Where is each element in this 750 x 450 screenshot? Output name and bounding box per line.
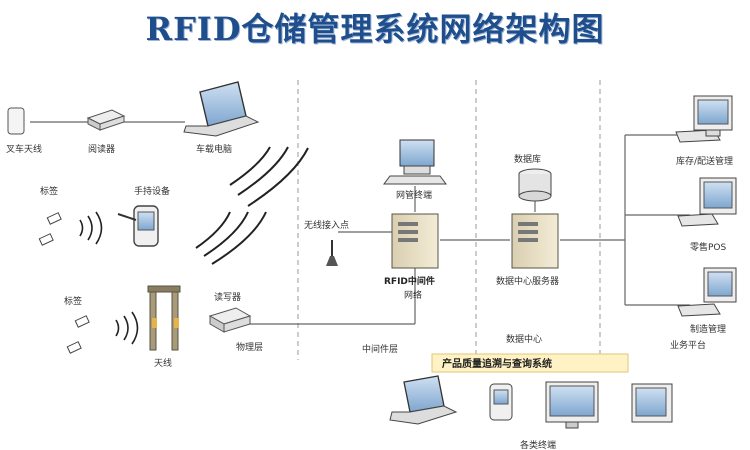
wireless-ap-label: 无线接入点 — [304, 219, 349, 231]
retail-pos-icon — [677, 177, 737, 227]
data-center-server-label: 数据中心服务器 — [496, 275, 559, 287]
data-center-label: 数据中心 — [506, 333, 542, 345]
reader-label: 阅读器 — [88, 143, 115, 155]
handheld-label: 手持设备 — [134, 185, 170, 197]
inventory-computer-icon — [675, 95, 733, 143]
tag-top-label: 标签 — [40, 185, 58, 197]
radio-wave-icon — [195, 146, 309, 265]
tag-bottom-label: 标签 — [64, 295, 82, 307]
terminals-label: 各类终端 — [520, 439, 556, 450]
tag-bottom-wave-icon — [115, 311, 139, 345]
page-title: RFID仓储管理系统网络架构图 — [145, 10, 605, 48]
antenna-label: 天线 — [154, 357, 172, 369]
network-terminal-label: 网管终端 — [396, 189, 432, 201]
forklift-antenna-label: 叉车天线 — [6, 143, 42, 155]
manufacturing-label: 制造管理 — [690, 323, 726, 335]
terminal-monitor-icon — [545, 381, 599, 429]
data-center-server-icon — [511, 213, 559, 269]
middleware-layer-label: 中间件层 — [362, 343, 398, 355]
tag-top-wave-icon — [79, 211, 103, 245]
architecture-diagram: 叉车天线 阅读器 车载电脑 — [6, 80, 737, 450]
reader-icon — [86, 109, 126, 131]
connection-lines — [30, 121, 690, 325]
tag-bottom-icon — [66, 315, 90, 354]
inventory-label: 库存/配送管理 — [676, 155, 733, 167]
wireless-ap-icon — [326, 240, 338, 266]
traceability-banner — [431, 353, 629, 373]
diagram-panel: 叉车天线 阅读器 车载电脑 — [0, 58, 750, 450]
middleware-label: RFID中间件 — [384, 275, 435, 287]
business-platform-label: 业务平台 — [670, 339, 706, 351]
forklift-antenna-icon — [7, 107, 25, 135]
physical-layer-label: 物理层 — [236, 341, 263, 353]
reader-writer-label: 读写器 — [214, 291, 241, 303]
middleware-server-icon — [391, 213, 439, 269]
terminal-pda-icon — [489, 383, 513, 421]
handheld-device-icon — [117, 205, 159, 247]
database-icon — [518, 168, 552, 202]
reader-writer-icon — [208, 307, 252, 333]
network-terminal-icon — [383, 139, 447, 185]
terminal-laptop-icon — [389, 375, 458, 425]
traceability-label: 产品质量追溯与查询系统 — [442, 357, 552, 370]
vehicle-laptop-icon — [183, 81, 260, 137]
antenna-gate-icon — [147, 285, 181, 351]
manufacturing-computer-icon — [677, 267, 737, 317]
terminal-crt-icon — [631, 383, 673, 423]
database-label: 数据库 — [514, 153, 541, 165]
tag-top-icon — [38, 212, 62, 246]
vehicle-pc-label: 车载电脑 — [196, 143, 232, 155]
title-bar: RFID仓储管理系统网络架构图 — [0, 0, 750, 50]
retail-pos-label: 零售POS — [690, 241, 727, 253]
middleware-network-label: 网络 — [404, 289, 422, 301]
